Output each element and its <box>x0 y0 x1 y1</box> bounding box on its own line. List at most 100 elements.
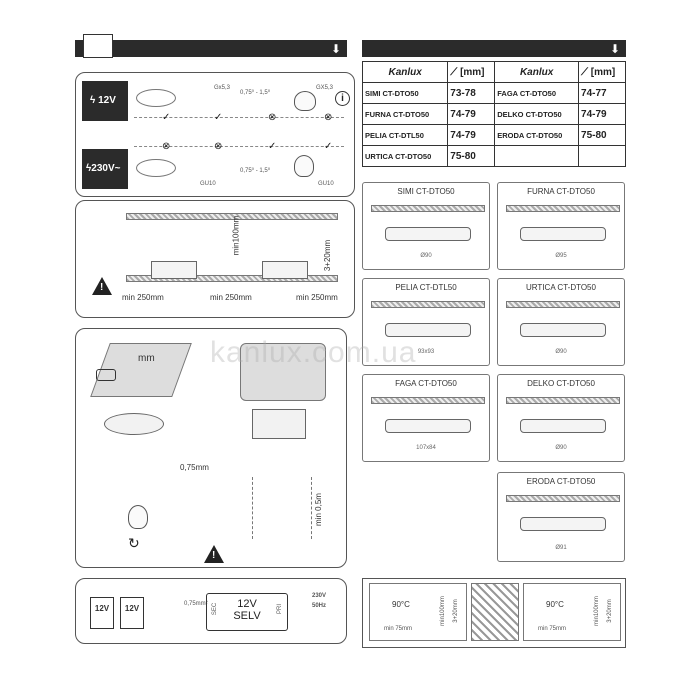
dimension-box-faga: FAGA CT-DTO50 107x84 <box>362 374 490 462</box>
package-icon <box>83 34 113 58</box>
clearance-box-left: 90°C min 75mm min100mm 3+20mm <box>369 583 467 641</box>
fixture-profile-drawing <box>520 227 606 241</box>
min-height-label: min100mm <box>231 215 241 256</box>
cutout-value: 74-77 <box>578 82 626 104</box>
dimension-box-furna: FURNA CT-DTO50 Ø95 <box>497 182 625 270</box>
tape-measure-icon <box>96 369 116 381</box>
dimension-box-eroda: ERODA CT-DTO50 Ø91 <box>497 472 625 562</box>
spacing-min-c: min 250mm <box>296 293 338 302</box>
bolt-icon: ϟ <box>86 163 92 174</box>
cutout-value: 74-79 <box>447 124 496 146</box>
fixture-profile-drawing <box>385 227 471 241</box>
dimension-box-urtica: URTICA CT-DTO50 Ø90 <box>497 278 625 366</box>
transformer-wire-label: 0,75mm² <box>184 601 208 607</box>
model-name: SIMI CT-DTO50 <box>361 82 449 104</box>
fixture-12v-drawing <box>136 89 176 107</box>
transformer-box: SEC 12V SELV PRI <box>206 593 288 631</box>
dimension-title: FURNA CT-DTO50 <box>527 187 595 196</box>
ceiling-drawing <box>506 495 620 502</box>
model-name: FURNA CT-DTO50 <box>361 103 449 125</box>
wire-gauge-bottom: 0,75⁰ - 1,5⁰ <box>240 168 271 174</box>
check-icon: ✓ <box>324 141 333 152</box>
fixture-profile-drawing <box>520 419 606 433</box>
ceiling-drawing <box>506 397 620 404</box>
saw-icon: ⟋ <box>581 66 589 78</box>
watermark: kanlux.com.ua <box>210 336 417 369</box>
min-height-label: min100mm <box>593 596 600 626</box>
light-cone-drawing <box>252 477 312 539</box>
min-clearance-label: min 75mm <box>538 626 567 632</box>
table-row: FURNA CT-DTO50 74-79 DELKO CT-DTO50 74-7… <box>361 103 626 125</box>
ceiling-bottom-drawing <box>126 275 338 282</box>
diameter-label: Ø91 <box>555 545 567 551</box>
diameter-label: 93x93 <box>417 349 435 355</box>
bulb-insert-icon <box>128 505 148 529</box>
depth-label: 3+20mm <box>323 239 333 272</box>
clearance-box-right: 90°C min 75mm min100mm 3+20mm <box>523 583 621 641</box>
brand-logo: Kanlux <box>494 61 580 83</box>
fixture-box-left <box>151 261 197 279</box>
fixture-box-right <box>262 261 308 279</box>
model-name: URTICA CT-DTO50 <box>361 145 449 167</box>
table-row: URTICA CT-DTO50 75-80 <box>361 145 626 167</box>
diameter-label: Ø90 <box>555 349 567 355</box>
ceiling-drawing <box>506 301 620 308</box>
dimension-box-simi: SIMI CT-DTO50 Ø90 <box>362 182 490 270</box>
right-section-header: ⬇ <box>362 40 626 57</box>
diameter-label: Ø95 <box>555 253 567 259</box>
model-name: DELKO CT-DTO50 <box>494 103 580 125</box>
fixture-profile-drawing <box>520 517 606 531</box>
bulb-12v-label-a: 12V <box>94 604 110 613</box>
fixture-spring-drawing <box>252 409 306 439</box>
wiring-rows <box>134 117 344 147</box>
fixture-ring-drawing <box>104 413 164 435</box>
model-name <box>494 145 580 167</box>
bulb-12v-box-a: 12V <box>90 597 114 629</box>
fixture-profile-drawing <box>385 323 471 337</box>
voltage-12v-badge: ϟ 12V <box>82 81 128 121</box>
insulation-hatch <box>471 583 519 641</box>
down-arrow-icon: ⬇ <box>609 42 620 56</box>
dimension-box-delko: DELKO CT-DTO50 Ø90 <box>497 374 625 462</box>
cross-icon: ⊗ <box>162 141 171 152</box>
cross-icon: ⊗ <box>268 112 277 123</box>
min-distance-label: min 0,5m <box>313 493 323 526</box>
min-height-label: min100mm <box>439 596 446 626</box>
gx53-bulb-icon <box>294 91 316 111</box>
bulb-12v-label-b: 12V <box>124 604 140 613</box>
mains-frequency-label: 50Hz <box>312 603 327 609</box>
depth-label: 3+20mm <box>452 599 459 623</box>
transformer-selv-label: SELV <box>233 610 261 622</box>
ceiling-insert-drawing <box>240 343 326 401</box>
cutout-value: 73-78 <box>447 82 496 104</box>
fixture-profile-drawing <box>385 419 471 433</box>
cutout-mm-label: mm <box>138 353 155 364</box>
model-name: ERODA CT-DTO50 <box>494 124 580 146</box>
gx53-label-right: GX5,3 <box>316 85 334 91</box>
mm-header: ⟋ [mm] <box>447 61 496 83</box>
check-icon: ✓ <box>162 112 171 123</box>
cutout-value <box>578 145 626 167</box>
info-icon: i <box>335 91 350 106</box>
model-name: PELIA CT-DTL50 <box>361 124 449 146</box>
fixture-profile-drawing <box>520 323 606 337</box>
spacing-min-b: min 250mm <box>210 293 252 302</box>
dimension-title: SIMI CT-DTO50 <box>397 187 455 196</box>
gu10-label-left: GU10 <box>200 181 216 187</box>
cross-icon: ⊗ <box>324 112 333 123</box>
temperature-label: 90°C <box>392 600 410 609</box>
rotate-arrow-icon: ↻ <box>128 535 140 551</box>
voltage-230v-badge: ϟ230V~ <box>82 149 128 189</box>
wire-section-label: 0,75mm <box>180 463 209 472</box>
dimension-title: PELIA CT-DTL50 <box>395 283 457 292</box>
min-clearance-label: min 75mm <box>384 626 413 632</box>
cutout-value: 74-79 <box>578 103 626 125</box>
installation-panel: mm 0,75mm ↻ min 0,5m <box>75 328 347 568</box>
left-section-header: ⬇ <box>75 34 347 58</box>
wire-gauge-top: 0,75⁰ - 1,5⁰ <box>240 90 271 96</box>
fixture-230v-drawing <box>136 159 176 177</box>
bulb-12v-box-b: 12V <box>120 597 144 629</box>
cutout-value: 75-80 <box>578 124 626 146</box>
warning-icon <box>92 277 112 295</box>
transformer-panel: 12V 12V 0,75mm² SEC 12V SELV PRI 230V 50… <box>75 578 347 644</box>
